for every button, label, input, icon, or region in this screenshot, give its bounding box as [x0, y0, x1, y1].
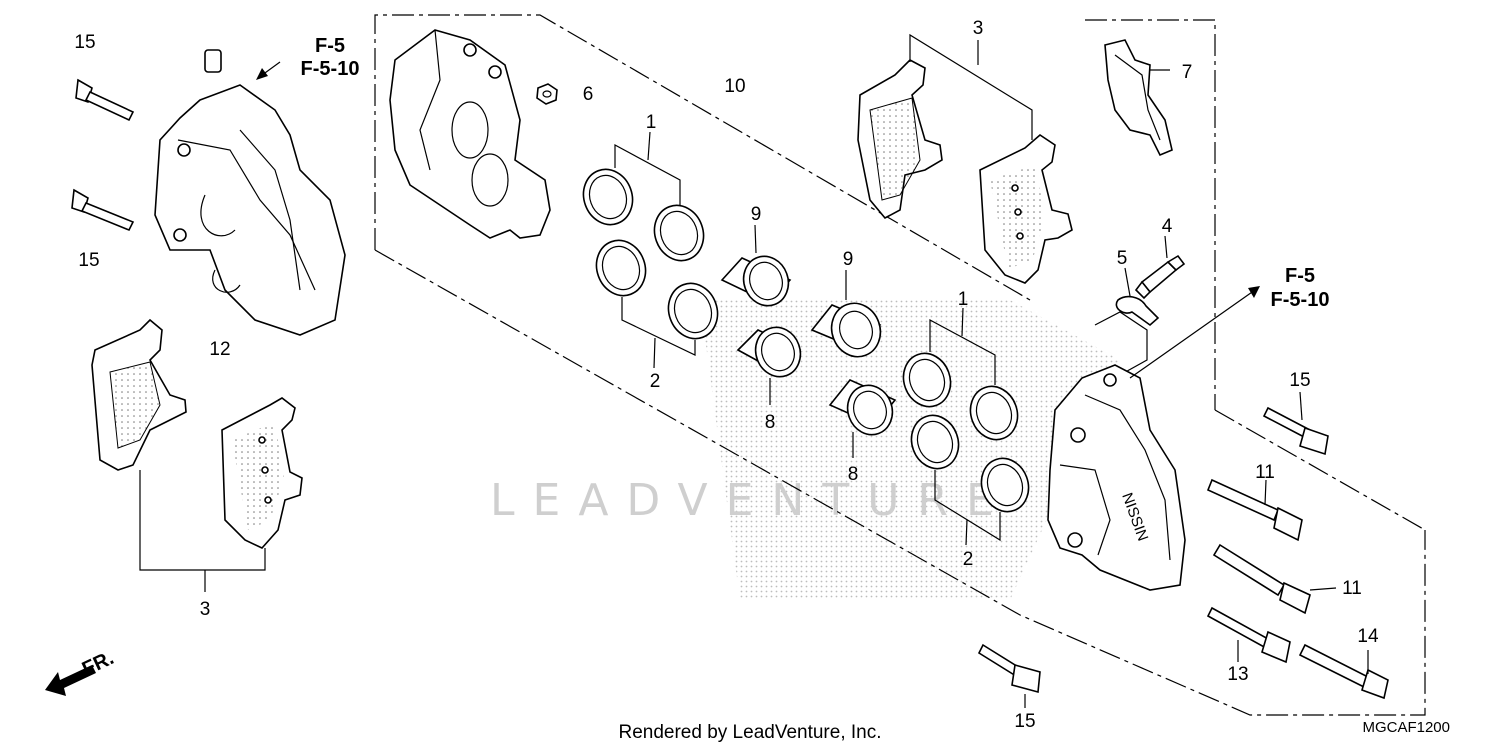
label-1-right: 1	[958, 289, 969, 310]
watermark: LEADVENTURE	[490, 300, 1120, 600]
right-caliper: NISSIN	[1047, 364, 1186, 591]
part-labels: 15 15 12 3 6 10 1 2 9 9 8 8 1 2 3 7 4 5 …	[74, 18, 1379, 732]
label-1-left: 1	[646, 112, 657, 133]
label-10: 10	[724, 76, 745, 97]
bolt-15-left-top	[75, 78, 135, 122]
bolt-15-right	[1262, 391, 1329, 456]
pistons	[720, 224, 897, 458]
seals-right-group	[902, 307, 1030, 546]
label-6: 6	[583, 84, 594, 105]
left-caliper	[154, 49, 346, 336]
ref-right-line1: F-5	[1285, 265, 1315, 287]
label-15-right: 15	[1289, 370, 1310, 391]
ref-left-line2: F-5-10	[301, 58, 360, 80]
label-9-left: 9	[751, 204, 762, 225]
rendered-by-footer: Rendered by LeadVenture, Inc.	[618, 722, 881, 743]
caliper-body-10	[389, 29, 551, 239]
pad-pins-11	[1206, 478, 1337, 615]
right-brake-pads	[857, 33, 1073, 284]
label-15-left-top: 15	[74, 32, 95, 53]
bolt-14	[1298, 643, 1389, 700]
reference-labels: F-5 F-5-10 F-5 F-5-10	[301, 35, 1330, 311]
ref-arrow-left	[256, 61, 281, 80]
diagram-code: MGCAF1200	[1362, 719, 1450, 736]
seals-left-group	[582, 131, 719, 369]
label-5: 5	[1117, 248, 1128, 269]
pad-spring-7	[1104, 39, 1173, 157]
bleeder-valve-4	[1134, 235, 1186, 300]
label-8-left: 8	[765, 412, 776, 433]
bolt-15-left-bottom	[71, 188, 135, 232]
label-7: 7	[1182, 62, 1193, 83]
label-3-right: 3	[973, 18, 984, 39]
nut-6	[536, 83, 558, 105]
left-brake-pads	[91, 318, 303, 592]
ref-left-line1: F-5	[315, 35, 345, 57]
label-11-top: 11	[1255, 462, 1275, 483]
bolt-13	[1206, 606, 1291, 664]
front-direction-arrow: FR.	[45, 647, 117, 696]
label-9-right: 9	[843, 249, 854, 270]
label-3-left: 3	[200, 599, 211, 620]
label-2-right: 2	[963, 549, 974, 570]
label-8-right: 8	[848, 464, 859, 485]
bleeder-cap-5	[1094, 267, 1160, 376]
ref-arrow-right	[1129, 286, 1260, 379]
assembly-boundaries	[374, 14, 1426, 716]
ref-right-line2: F-5-10	[1271, 289, 1330, 311]
watermark-text: LEADVENTURE	[490, 475, 1012, 526]
label-14: 14	[1357, 626, 1379, 647]
label-4: 4	[1162, 216, 1173, 237]
label-13: 13	[1227, 664, 1248, 685]
label-15-bottom: 15	[1014, 711, 1035, 732]
label-15-left-bottom: 15	[78, 250, 99, 271]
label-11-bottom: 11	[1342, 578, 1362, 599]
label-2-left: 2	[650, 371, 661, 392]
bolt-15-bottom	[977, 643, 1041, 708]
label-12: 12	[209, 339, 230, 360]
